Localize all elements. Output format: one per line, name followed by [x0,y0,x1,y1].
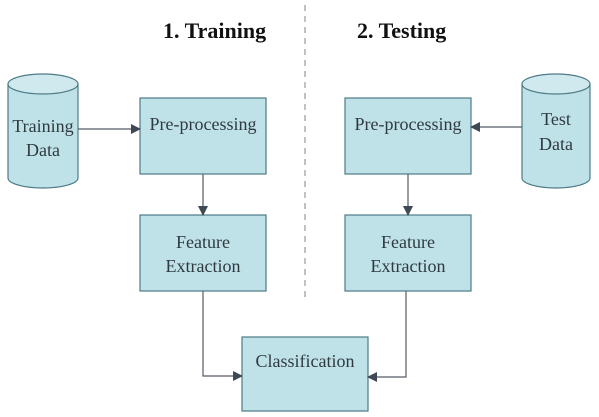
training-preprocessing-label: Pre-processing [150,114,257,134]
training-feature-label-line2: Extraction [166,256,241,276]
training-feature-extraction-box: Feature Extraction [139,214,267,292]
training-data-label-line2: Data [26,140,60,160]
arrow-testing-feature-to-classification [367,291,407,382]
testing-feature-label-line1: Feature [381,232,435,252]
arrow-training-feature-to-classification [202,291,243,381]
test-data-label-line1: Test [541,109,571,129]
training-data-label-line1: Training [12,116,73,136]
classification-box: Classification [241,336,369,412]
training-feature-label-line1: Feature [176,232,230,252]
training-section-title: 1. Training [163,18,266,43]
test-data-label-line2: Data [539,134,573,154]
testing-feature-extraction-box: Feature Extraction [344,214,472,292]
testing-section-title: 2. Testing [357,18,446,43]
training-preprocessing-box: Pre-processing [139,97,267,175]
testing-preprocessing-box: Pre-processing [344,97,472,175]
testing-feature-label-line2: Extraction [371,256,446,276]
training-data-store: Training Data [7,73,79,189]
test-data-store: Test Data [521,73,591,189]
testing-preprocessing-label: Pre-processing [355,114,462,134]
classification-label: Classification [256,351,355,371]
